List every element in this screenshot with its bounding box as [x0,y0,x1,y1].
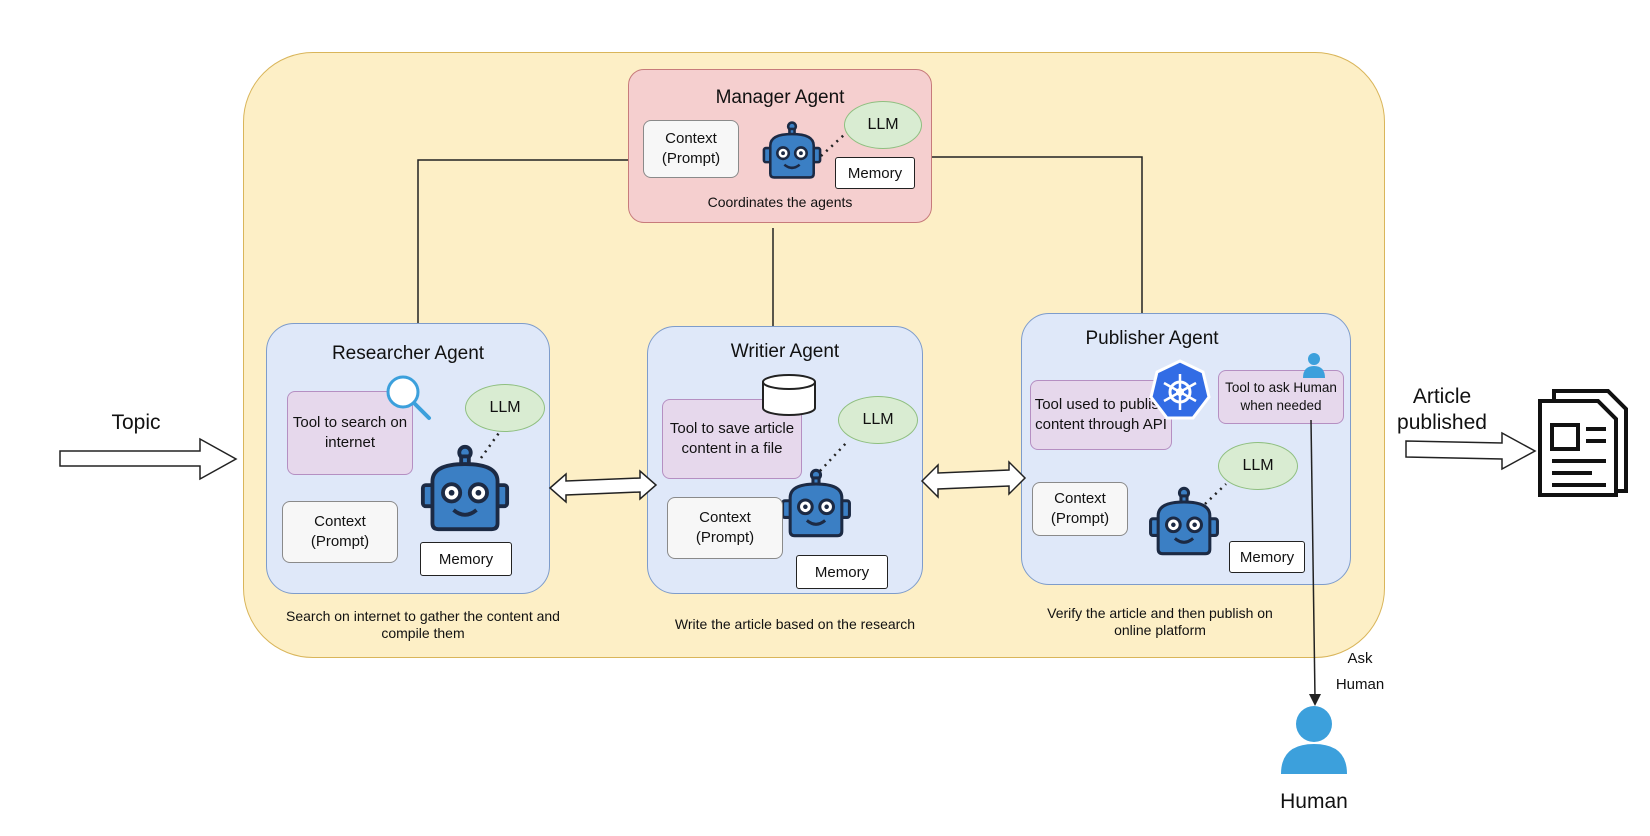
writer-llm: LLM [838,396,918,444]
manager-agent: Manager Agent Context (Prompt) LLM Memor… [628,69,932,223]
publisher-human-tool: Tool to ask Human when needed [1218,370,1344,424]
robot-icon [1146,485,1222,557]
document-icon [1538,389,1628,497]
robot-icon [760,120,824,180]
ask-human-arrowhead [1309,694,1321,706]
llm-dotted-link [1204,483,1227,505]
manager-llm: LLM [844,101,922,149]
researcher-llm: LLM [465,384,545,432]
manager-publisher-line [930,156,1143,315]
manager-context-box: Context (Prompt) [643,120,739,178]
researcher-writer-arrow [548,469,658,504]
publisher-caption: Verify the article and then publish on o… [1047,605,1273,638]
researcher-context-box: Context (Prompt) [282,501,398,563]
robot-icon [417,443,513,533]
writer-tool: Tool to save article content in a file [662,399,802,479]
manager-caption: Coordinates the agents [707,194,853,210]
publisher-memory: Memory [1229,541,1305,573]
publish-arrow [1405,431,1537,471]
manager-memory: Memory [835,157,915,189]
publisher-tool: Tool used to publish content through API [1030,380,1172,450]
output-label: Article published [1397,385,1487,434]
researcher-caption: Search on internet to gather the content… [286,608,560,641]
manager-researcher-line [417,159,628,325]
topic-label: Topic [111,411,161,434]
kubernetes-icon [1149,359,1211,420]
magnifier-icon [386,375,431,420]
publisher-title: Publisher Agent [1085,328,1219,349]
writer-publisher-arrow [920,460,1027,499]
ask-human-line [1310,419,1316,699]
ask-human-label: Ask Human [1335,650,1385,693]
researcher-memory: Memory [420,542,512,576]
human-icon [1281,706,1347,774]
publisher-context-box: Context (Prompt) [1032,482,1128,536]
database-icon [762,374,816,416]
researcher-agent: Researcher Agent Tool to search on inter… [266,323,550,594]
researcher-tool: Tool to search on internet [287,391,413,475]
llm-dotted-link [479,429,503,459]
writer-caption: Write the article based on the research [674,616,916,632]
publisher-agent: Publisher Agent Tool used to publish con… [1021,313,1351,585]
researcher-title: Researcher Agent [331,343,485,364]
robot-icon [778,467,854,539]
writer-context-box: Context (Prompt) [667,497,783,559]
manager-title: Manager Agent [715,87,845,108]
writer-title: Writier Agent [730,341,840,362]
human-label: Human [1280,790,1348,813]
publisher-llm: LLM [1218,442,1298,490]
writer-agent: Writier Agent Tool to save article conte… [647,326,923,594]
topic-arrow [59,437,238,481]
person-icon [1303,353,1325,378]
writer-memory: Memory [796,555,888,589]
